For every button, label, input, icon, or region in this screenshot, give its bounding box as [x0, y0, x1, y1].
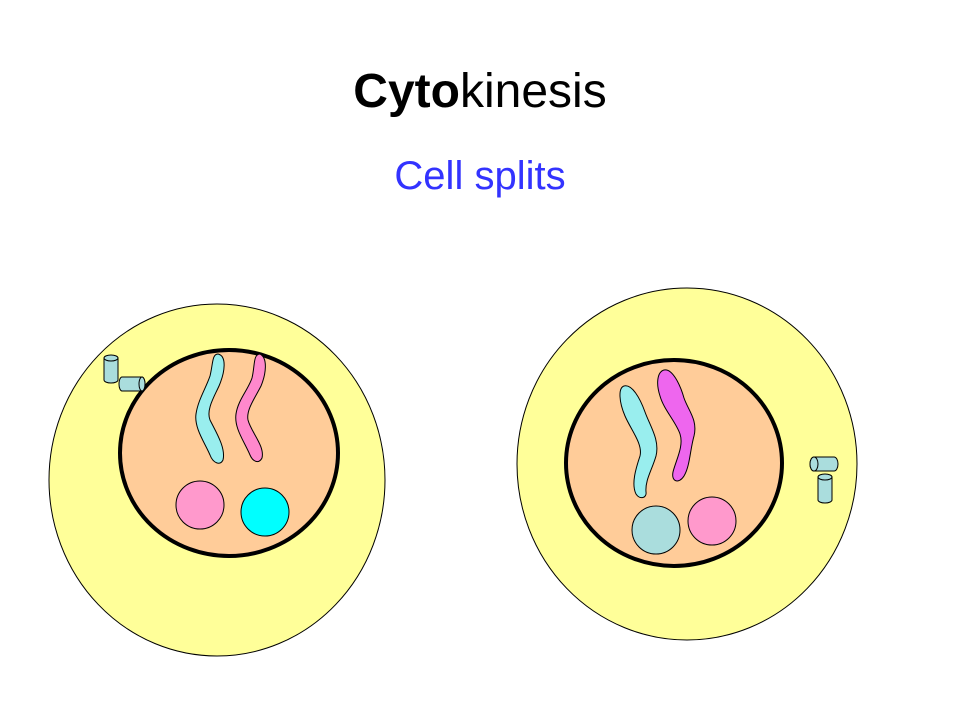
right-chromosome-magenta: [657, 369, 696, 482]
right-nucleolus-pink: [687, 496, 737, 546]
left-centriole-horizontal-cap: [138, 376, 146, 392]
slide-title: Cytokinesis: [0, 62, 960, 122]
right-centriole-vertical-cap: [817, 473, 833, 481]
right-nucleolus-pale-blue: [631, 505, 681, 555]
title-bold-part: Cyto: [353, 65, 460, 118]
left-daughter-cell: [48, 303, 386, 657]
left-nucleus: [118, 348, 340, 558]
left-centriole-vertical-cap: [103, 354, 119, 362]
left-nucleolus-cyan: [240, 487, 290, 537]
left-centriole: [103, 354, 146, 392]
right-centriole-horizontal-cap: [809, 456, 819, 472]
slide-subtitle: Cell splits: [394, 154, 566, 198]
left-centriole-vertical: [103, 357, 119, 384]
title-rest-part: kinesis: [459, 65, 607, 118]
right-centriole-vertical: [817, 476, 833, 504]
left-chromosome-light-blue: [195, 353, 225, 464]
right-centriole: [809, 456, 839, 504]
left-nucleolus-pink: [175, 480, 225, 530]
right-chromosome-light-blue: [619, 385, 658, 499]
left-chromosome-pink: [235, 353, 266, 463]
right-daughter-cell: [516, 287, 858, 641]
